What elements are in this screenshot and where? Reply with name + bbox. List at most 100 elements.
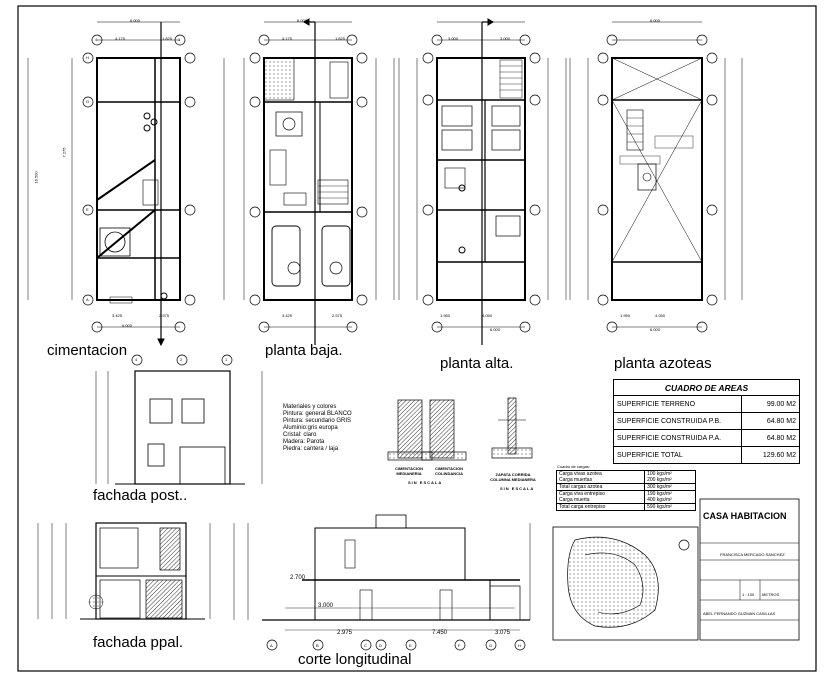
table-row: SUPERFICIE CONSTRUIDA P.A.64.80 M2 [613,429,800,447]
grid-letter: A [86,297,89,302]
load-label: Carga vivas azotea [559,471,602,477]
plan-planta-baja [223,18,395,345]
grid-number: 4 [135,357,138,362]
dim-right-bay: 1.825 [162,36,173,41]
materials-line: Pintura: secundario GRIS [283,418,352,424]
materials-line: Madera: Parota [283,439,325,445]
load-label: Carga viva entrepiso [556,490,645,497]
grid-number: 1 [178,37,181,42]
load-label: Carga muerta [559,497,590,503]
area-value: 99.00 M2 [741,395,800,413]
dim-total-width: 6.000 [130,18,141,23]
dim-pa-lower-a: 1.950 [440,313,451,318]
label-fachada-post: fachada post.. [93,487,188,504]
load-value: 400 kgs/m² [644,497,696,504]
units-value: METROS [762,592,780,597]
corte-grid-letter: H [518,643,521,648]
zapata-details [387,397,533,461]
dim-total-depth: 16.500 [33,171,39,184]
label-corte-longitudinal: corte longitudinal [298,651,412,668]
dim-pb-right-bay: 1.825 [335,36,346,41]
materials-line: Pintura: general BLANCO [283,411,352,417]
label-fachada-ppal: fachada ppal. [93,634,184,651]
label-cimentacion: cimentacion [47,342,128,359]
zapata-caption-a: CIMENTACION MEDIANERIA [395,466,423,476]
loads-table: Carga vivas azotea 100 kgs/m² Carga muert… [556,470,696,511]
project-title: CASA HABITACION [703,511,787,521]
designer-name: ABEL FERNANDO GUZMAN CASILLAS [703,611,776,616]
grid-letter: G [86,99,90,104]
materials-line: Piedra: cantera / laja [283,446,339,452]
plan-planta-alta [398,18,567,345]
load-value: 190 kgs/m² [644,490,696,497]
scale-value: 1 : 100 [742,592,755,597]
area-label: SUPERFICIE TOTAL [613,446,742,464]
table-row: SUPERFICIE CONSTRUIDA P.B.64.80 M2 [613,412,800,430]
title-block-frame [699,498,800,641]
area-value: 64.80 M2 [741,412,800,430]
corte-dim: 2.700 [290,575,306,581]
materials-note: Materiales y colores Pintura: general BL… [283,404,352,453]
loads-title: Cuadro de cargas: [557,464,590,469]
corte-grid-letter: B [316,643,319,648]
area-label: SUPERFICIE CONSTRUIDA P.B. [613,412,742,430]
corte-dim: 7.450 [432,630,448,636]
label-planta-azoteas: planta azoteas [614,355,712,372]
label-planta-alta: planta alta. [440,355,514,372]
corte-grid-letter: G [489,643,493,648]
corte-longitudinal [233,514,531,651]
dim-pa-upper-right: 3.000 [500,36,511,41]
dim-pa-total-width: 6.000 [490,327,501,332]
plan-planta-azoteas [569,21,743,333]
dim-pb-bottom-left: 3.425 [282,313,293,318]
corte-grid-letter: C [364,643,367,648]
dim-az-lower-a: 1.950 [620,313,631,318]
table-row: Carga vivas azotea 100 kgs/m² [557,470,696,477]
load-label: Total carga entrepiso [556,503,645,511]
grid-letter: E [86,207,89,212]
dim-pb-left-bay: 4.175 [282,36,293,41]
zapata-caption-b: CIMENTACION COLINDANCIA [435,466,463,476]
dim-pa-upper-left: 3.000 [448,36,459,41]
dim-az-total-width-bottom: 6.000 [650,327,661,332]
corte-dim: 3.075 [495,630,511,636]
dim-pa-lower-b: 4.050 [482,313,493,318]
materials-line: Aluminio:gris europa [283,425,338,431]
load-value: 100 kgs/m² [644,470,696,477]
dim-az-lower-b: 4.050 [655,313,666,318]
grid-letter: H [86,55,89,60]
table-row: Carga muerta 400 kgs/m² [557,497,696,504]
area-value: 129.60 M2 [741,446,800,464]
area-value: 64.80 M2 [741,429,800,447]
fachada-principal [37,522,211,620]
load-label: Total cargas azotea [556,483,645,491]
load-value: 590 kgs/m² [644,503,696,511]
load-value: 300 kgs/m² [644,483,696,491]
grid-number: 2 [180,357,183,362]
corte-dim: 2.975 [337,630,353,636]
corte-grid-letter: D [379,643,382,648]
zapata-note-c: SIN ESCALA [500,486,535,491]
owner-name: FRANCISCA MERCADO SANCHEZ [720,552,785,557]
load-label: Carga muertas [559,477,593,483]
label-planta-baja: planta baja. [265,342,343,359]
dim-section-b: 7.275 [61,147,67,158]
area-label: SUPERFICIE CONSTRUIDA P.A. [613,429,742,447]
areas-title: CUADRO DE AREAS [613,379,800,396]
dim-pb-bottom-right: 2.575 [332,313,343,318]
zapata-caption-c: ZAPATA CORRIDA COLUMNA MEDIANERA [490,472,536,482]
corte-grid-letter: A [270,643,273,648]
corte-dim: 3.000 [318,603,334,609]
corte-grid-letter: F [458,643,461,648]
dim-total-width-bottom: 6.000 [122,323,133,328]
materials-line: Cristal: claro [283,432,317,438]
zapata-note: SIN ESCALA [408,480,443,485]
dim-pb-total-width: 6.000 [297,18,308,23]
area-label: SUPERFICIE TERRENO [613,395,742,413]
